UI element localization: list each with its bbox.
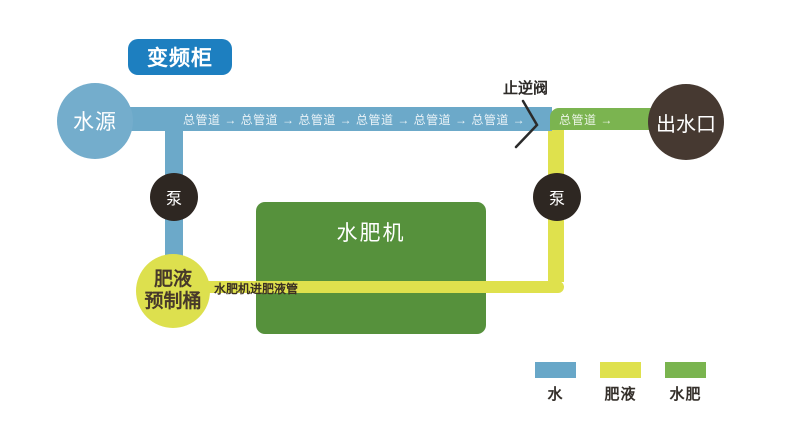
legend-swatch-fertilizer	[600, 362, 641, 378]
legend: 水 肥液 水肥	[535, 362, 706, 404]
legend-item-water: 水	[535, 362, 576, 404]
legend-item-mix: 水肥	[665, 362, 706, 404]
fertilizer-barrel-node: 肥液 预制桶	[136, 254, 210, 328]
fertilizer-inlet-pipe-label: 水肥机进肥液管	[214, 282, 299, 296]
check-valve-icon	[514, 99, 539, 149]
water-main-pipe-label: 总管道 → 总管道 → 总管道 → 总管道 → 总管道 → 总管道 →	[183, 112, 526, 127]
legend-swatch-water	[535, 362, 576, 378]
fertilizer-barrel-label-line1: 肥液	[153, 268, 192, 290]
fertilizer-machine-label: 水肥机	[336, 222, 406, 245]
legend-swatch-mix	[665, 362, 706, 378]
legend-item-fertilizer: 肥液	[600, 362, 641, 404]
water-outlet-node: 出水口	[648, 84, 724, 160]
pump-left-node: 泵	[150, 173, 198, 221]
legend-label-mix: 水肥	[669, 386, 702, 403]
cabinet-box: 变频柜	[128, 39, 232, 75]
fertilizer-machine-box: 水肥机	[256, 202, 486, 334]
pump-right-node: 泵	[533, 173, 581, 221]
fertilizer-barrel-label-line2: 预制桶	[144, 291, 202, 312]
legend-label-water: 水	[547, 386, 564, 403]
check-valve-label: 止逆阀	[503, 80, 549, 97]
fertilizer-inlet-pipe	[205, 281, 564, 293]
legend-label-fertilizer: 肥液	[604, 386, 637, 403]
mix-main-pipe-label: 总管道 →	[559, 112, 613, 127]
water-source-node: 水源	[57, 83, 133, 159]
water-main-pipe: 总管道 → 总管道 → 总管道 → 总管道 → 总管道 → 总管道 →	[95, 107, 552, 131]
